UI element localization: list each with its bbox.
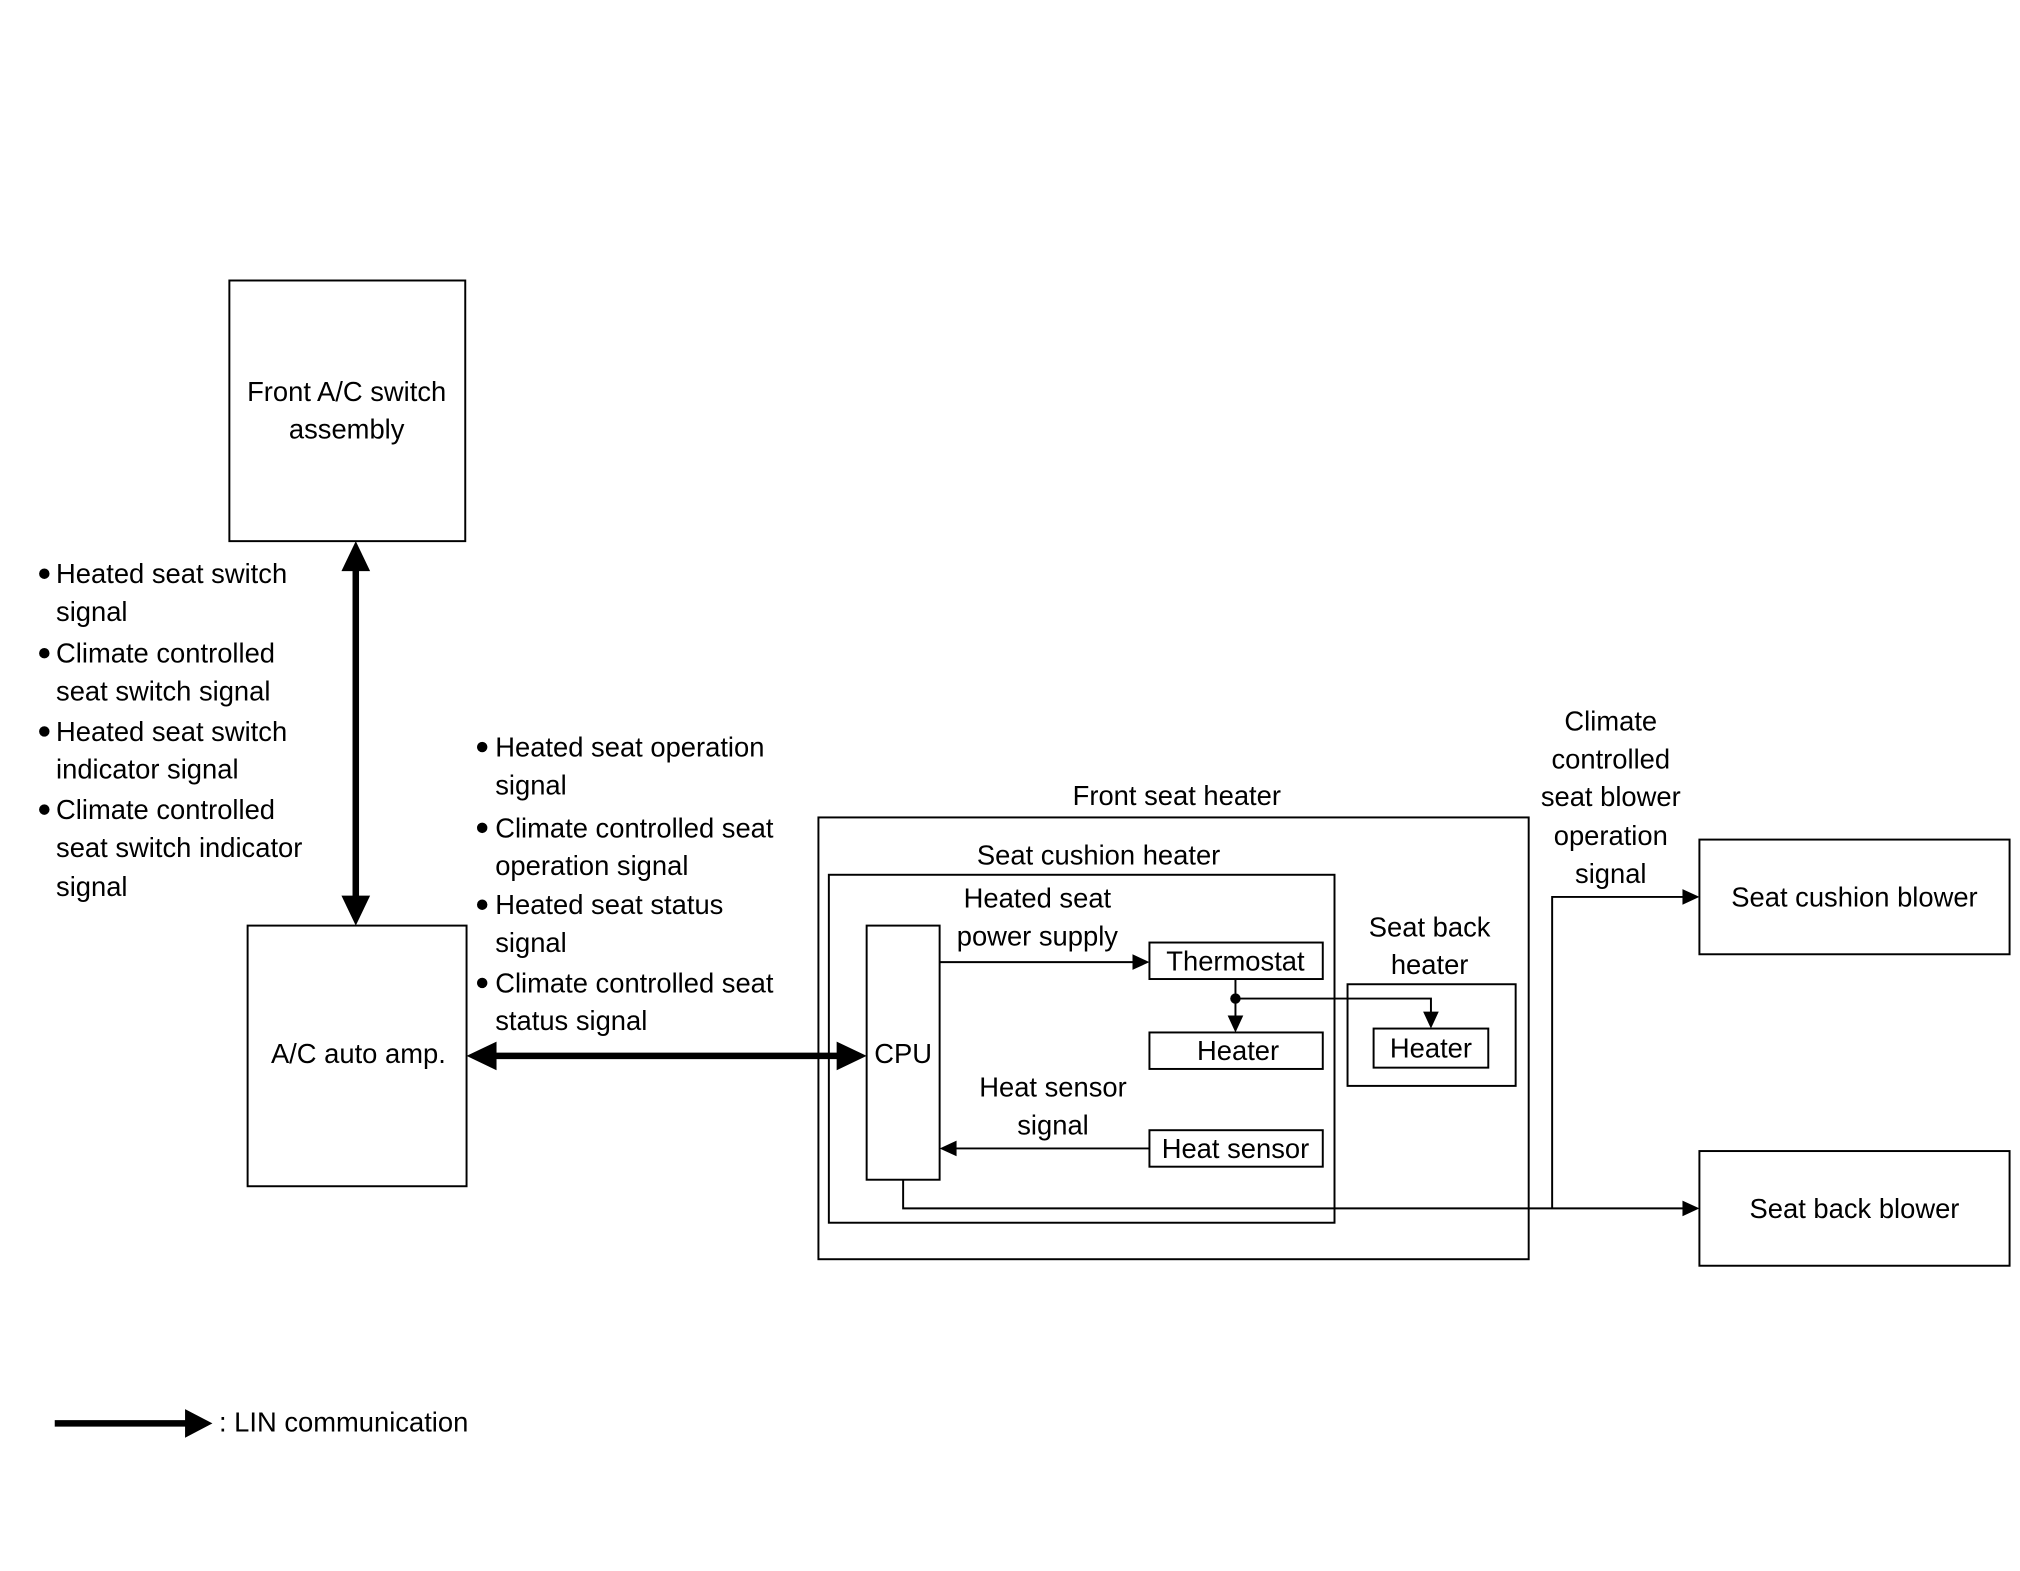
arrowhead-right (836, 1041, 867, 1071)
thermostat-label: Thermostat (1166, 945, 1305, 976)
signal-item-1-line-1: Heated seat switch (56, 558, 287, 589)
seat-back-heater-box (1346, 983, 1517, 1087)
switch-signal-list: Heated seat switch signal Climate contro… (39, 558, 302, 902)
back-heater-element-box (1372, 1027, 1490, 1069)
branch-to-seat-cushion-blower-line (1551, 895, 1684, 1209)
heater-signal-item-4-line-2: status signal (495, 1005, 647, 1036)
arrowhead-down (1227, 1015, 1244, 1033)
arrowhead-right (1132, 954, 1150, 970)
front-seat-heater: Front seat heater Seat cushion heater CP… (817, 780, 1530, 1261)
front-seat-heater-label: Front seat heater (1073, 780, 1281, 811)
ac-auto-amp: A/C auto amp. (246, 924, 468, 1188)
cushion-heater-element-label: Heater (1197, 1035, 1279, 1066)
signal-item-4-line-3: signal (56, 871, 128, 902)
legend: : LIN communication (54, 1407, 468, 1438)
bullet-icon (476, 822, 488, 834)
arrowhead-right (1682, 1200, 1700, 1217)
seat-back-blower-box (1698, 1150, 2011, 1267)
lin-arrow-amp-cpu (466, 1041, 867, 1071)
back-heater-element-label: Heater (1390, 1033, 1472, 1064)
power-supply-label-line-1: Heated seat (964, 883, 1112, 914)
seat-back-heater-label-line-2: heater (1391, 949, 1469, 980)
arrowhead-right (1682, 889, 1700, 905)
ac-auto-amp-label: A/C auto amp. (271, 1038, 446, 1069)
seat-back-blower: Seat back blower (1698, 1150, 2011, 1267)
arrowhead-down (1423, 1011, 1439, 1029)
seat-back-heater-label-line-1: Seat back (1369, 911, 1491, 942)
thermostat-to-back-heater-line (1235, 997, 1432, 1015)
seat-cushion-blower-box (1698, 838, 2011, 956)
heater-signal-item-2-line-1: Climate controlled seat (495, 812, 774, 843)
ac-auto-amp-box (246, 924, 468, 1188)
signal-item-3-line-1: Heated seat switch (56, 716, 287, 747)
front-seat-heater-box (817, 816, 1530, 1261)
legend-lin-label: : LIN communication (219, 1407, 468, 1438)
front-ac-switch-label-line-1: Front A/C switch (247, 376, 446, 407)
seat-heater-signal-list: Heated seat operation signal Climate con… (476, 732, 774, 1036)
blower-signal-label-line-3: seat blower (1541, 781, 1681, 812)
bullet-icon (39, 726, 50, 737)
signal-item-4-line-1: Climate controlled (56, 794, 275, 825)
blower-signal-label-line-4: operation (1554, 820, 1668, 851)
front-ac-switch-assembly: Front A/C switch assembly (228, 279, 467, 543)
cpu-label: CPU (874, 1038, 932, 1069)
arrowhead-left (466, 1041, 497, 1071)
heater-signal-item-3-line-1: Heated seat status (495, 889, 723, 920)
seat-cushion-heater-label: Seat cushion heater (977, 840, 1220, 871)
heater-signal-item-3-line-2: signal (495, 927, 567, 958)
junction-dot (1230, 993, 1241, 1004)
cpu-to-seat-back-blower-line (902, 1179, 1684, 1210)
signal-item-3-line-2: indicator signal (56, 754, 239, 785)
seat-back-blower-label: Seat back blower (1750, 1193, 1960, 1224)
cushion-heater-element-box (1148, 1031, 1324, 1070)
bullet-icon (39, 648, 50, 659)
heater-signal-item-1-line-2: signal (495, 769, 567, 800)
heat-sensor-label: Heat sensor (1162, 1133, 1310, 1164)
signal-item-1-line-2: signal (56, 596, 128, 627)
front-ac-switch-label-line-2: assembly (289, 414, 405, 445)
legend-arrowhead-right (185, 1409, 213, 1438)
front-ac-switch-assembly-box (228, 279, 467, 543)
signal-item-4-line-2: seat switch indicator (56, 832, 302, 863)
bullet-icon (39, 568, 50, 579)
lin-arrow-switch-amp (341, 541, 371, 926)
blower-operation-signal: Climate controlled seat blower operation… (902, 705, 1700, 1217)
bullet-icon (39, 804, 50, 815)
blower-signal-label-line-2: controlled (1551, 743, 1670, 774)
seat-cushion-blower-label: Seat cushion blower (1731, 881, 1977, 912)
signal-item-2-line-1: Climate controlled (56, 638, 275, 669)
arrowhead-left (939, 1140, 957, 1157)
heater-signal-item-2-line-2: operation signal (495, 850, 688, 881)
bullet-icon (476, 977, 488, 989)
blower-signal-label-line-1: Climate (1564, 705, 1657, 736)
seat-cushion-heater-box (827, 873, 1336, 1224)
bullet-icon (476, 741, 488, 753)
heater-signal-item-1-line-1: Heated seat operation (495, 732, 764, 763)
arrowhead-up (341, 541, 371, 572)
seat-cushion-blower: Seat cushion blower (1698, 838, 2011, 956)
blower-signal-label-line-5: signal (1575, 858, 1647, 889)
power-supply-label-line-2: power supply (957, 921, 1119, 952)
heat-sensor-signal-label-line-2: signal (1017, 1109, 1089, 1140)
heat-sensor-signal-label-line-1: Heat sensor (979, 1072, 1127, 1103)
signal-item-2-line-2: seat switch signal (56, 676, 270, 707)
arrowhead-down (341, 895, 371, 926)
bullet-icon (476, 899, 488, 910)
heater-signal-item-4-line-1: Climate controlled seat (495, 967, 774, 998)
